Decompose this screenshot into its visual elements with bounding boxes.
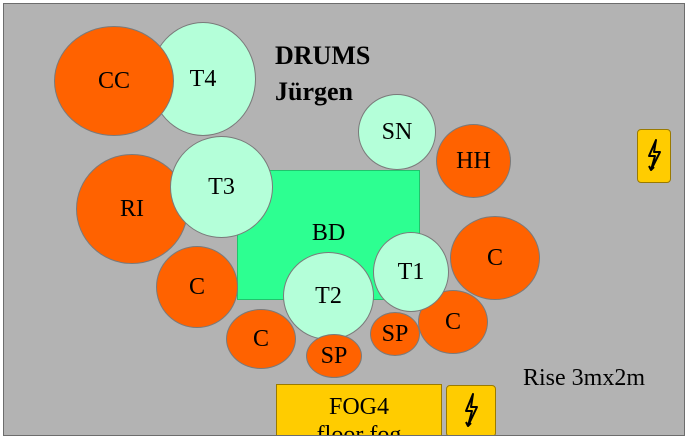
cymbal-c-bottom-left: C — [226, 309, 296, 369]
snare-sn-label: SN — [381, 119, 413, 145]
cymbal-cc-label: CC — [97, 68, 130, 94]
power-outlet-icon — [465, 393, 478, 427]
power-outlet-right — [637, 129, 671, 183]
tom-t2-label: T2 — [315, 283, 342, 309]
cymbal-ri: RI — [76, 154, 188, 264]
hihat-hh: HH — [436, 124, 511, 198]
tom-t4: T4 — [150, 22, 256, 136]
cymbal-c-bottom-right-label: C — [444, 309, 461, 335]
splash-sp-right: SP — [370, 312, 420, 356]
bass-drum-label: BD — [311, 220, 346, 246]
stage-title: DRUMS Jürgen — [275, 38, 370, 110]
tom-t1-label: T1 — [397, 259, 425, 285]
power-outlet-icon — [648, 139, 661, 171]
splash-sp-bottom-label: SP — [320, 343, 348, 369]
tom-t1: T1 — [373, 232, 449, 312]
cymbal-c-left-label: C — [188, 274, 205, 300]
tom-t3: T3 — [170, 136, 273, 238]
rise-size-label: Rise 3mx2m — [523, 365, 646, 391]
title-line-drums: DRUMS — [275, 41, 371, 70]
snare-sn: SN — [358, 94, 436, 170]
stage-riser-area: BD T4 CC RI T3 SN HH C C C C T1 T2 SP SP — [3, 3, 685, 436]
splash-sp-bottom: SP — [306, 334, 362, 378]
cymbal-c-right-label: C — [486, 245, 503, 271]
tom-t4-label: T4 — [189, 66, 217, 92]
fog-machine-type: floor fog — [316, 422, 402, 436]
cymbal-cc: CC — [54, 26, 174, 136]
cymbal-c-right: C — [450, 216, 540, 300]
cymbal-c-bottom-left-label: C — [252, 326, 269, 352]
splash-sp-right-label: SP — [381, 321, 409, 347]
tom-t2: T2 — [283, 252, 374, 340]
cymbal-c-left: C — [156, 246, 238, 328]
hihat-hh-label: HH — [456, 148, 491, 174]
fog-machine: FOG4 floor fog — [276, 384, 442, 436]
cymbal-ri-label: RI — [120, 196, 144, 222]
cymbal-c-bottom-right: C — [418, 290, 488, 354]
title-line-name: Jürgen — [275, 77, 353, 106]
fog-machine-name: FOG4 — [328, 394, 389, 420]
power-outlet-fog — [446, 385, 496, 435]
tom-t3-label: T3 — [208, 174, 235, 200]
